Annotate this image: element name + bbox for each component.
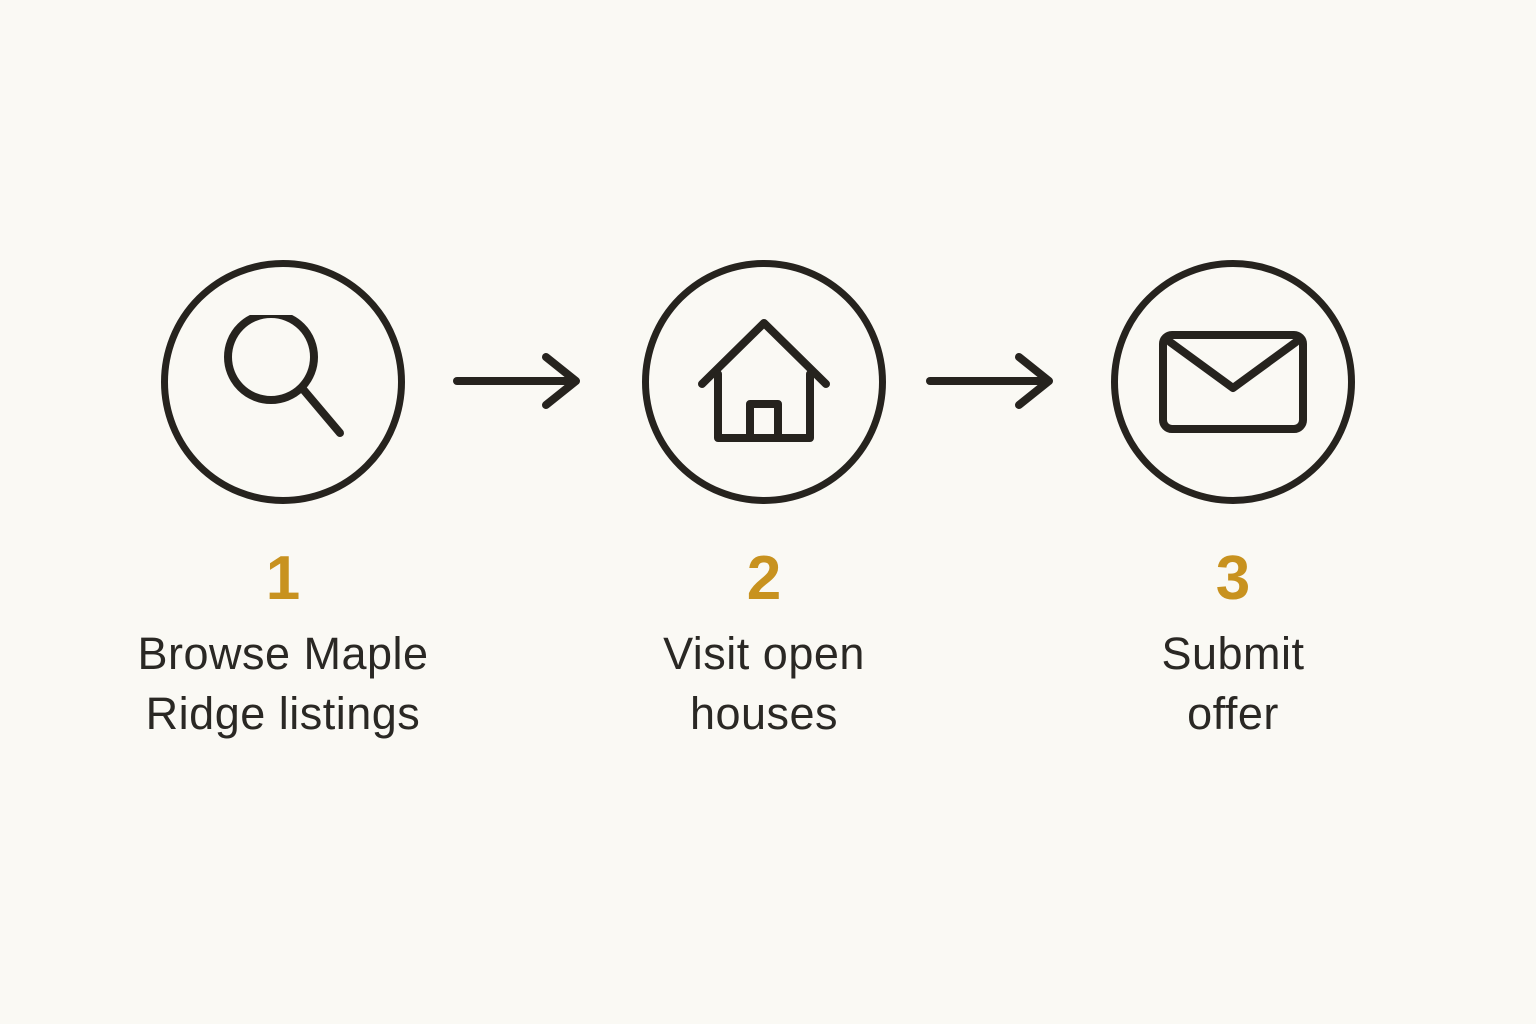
step-2-label: Visit open houses [574,624,954,744]
step-2-circle [642,260,886,504]
step-1-label: Browse Maple Ridge listings [93,624,473,744]
house-icon [698,319,830,442]
step-2-label-line2: houses [689,688,839,739]
step-1-label-line1: Browse Maple [137,628,429,679]
step-1-circle [161,260,405,504]
search-icon [223,314,344,437]
step-3-circle [1111,260,1355,504]
envelope-icon [1159,331,1307,433]
step-2-label-line1: Visit open [663,628,865,679]
step-2-number: 2 [746,544,782,613]
step-2: 2 Visit open houses [574,260,954,744]
step-3-label-line2: offer [1187,688,1279,739]
step-1: 1 Browse Maple Ridge listings [93,260,473,744]
arrow-right-icon [453,353,580,409]
step-3-label: Submit offer [1043,624,1423,744]
step-3-label-line1: Submit [1161,628,1305,679]
step-1-number: 1 [265,544,301,613]
step-1-label-line2: Ridge listings [145,688,421,739]
step-3: 3 Submit offer [1043,260,1423,744]
step-3-number: 3 [1215,544,1251,613]
arrow-right-icon [926,353,1053,409]
